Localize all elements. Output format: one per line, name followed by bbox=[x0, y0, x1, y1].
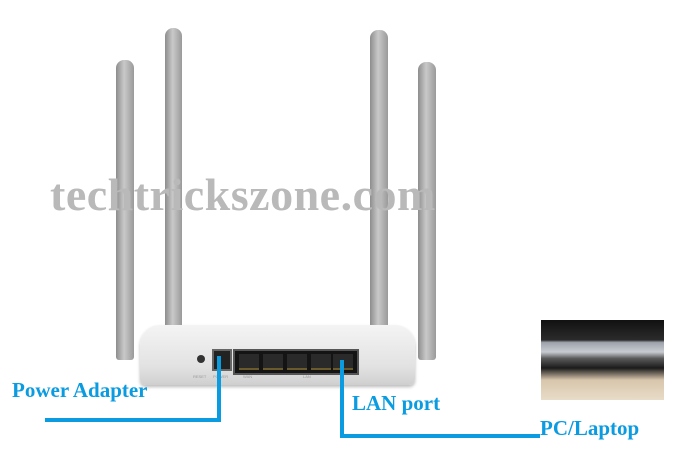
laptop-photo bbox=[541, 320, 664, 400]
lan-port-label: LAN port bbox=[352, 391, 441, 415]
antenna-left-inner bbox=[165, 28, 182, 360]
lan-port-1 bbox=[263, 354, 283, 370]
wan-port bbox=[239, 354, 259, 370]
antenna-right-outer bbox=[418, 62, 436, 360]
ethernet-ports bbox=[233, 349, 359, 375]
lan-connector-line bbox=[340, 360, 344, 438]
lan-port-2 bbox=[287, 354, 307, 370]
pc-laptop-label: PC/Laptop bbox=[540, 416, 640, 440]
wan-label: WAN bbox=[243, 374, 253, 379]
power-connector-line-horizontal bbox=[45, 418, 221, 422]
lan-label: LAN bbox=[303, 374, 311, 379]
power-jack bbox=[212, 349, 232, 371]
lan-connector-line-horizontal bbox=[340, 434, 540, 438]
lan-port-3 bbox=[311, 354, 331, 370]
reset-label: RESET bbox=[193, 374, 207, 379]
power-connector-line bbox=[217, 356, 221, 422]
antenna-left-outer bbox=[116, 60, 134, 360]
reset-button bbox=[197, 355, 205, 363]
antenna-right-inner bbox=[370, 30, 388, 365]
watermark: techtrickszone.com bbox=[50, 169, 436, 220]
power-adapter-label: Power Adapter bbox=[12, 378, 148, 402]
